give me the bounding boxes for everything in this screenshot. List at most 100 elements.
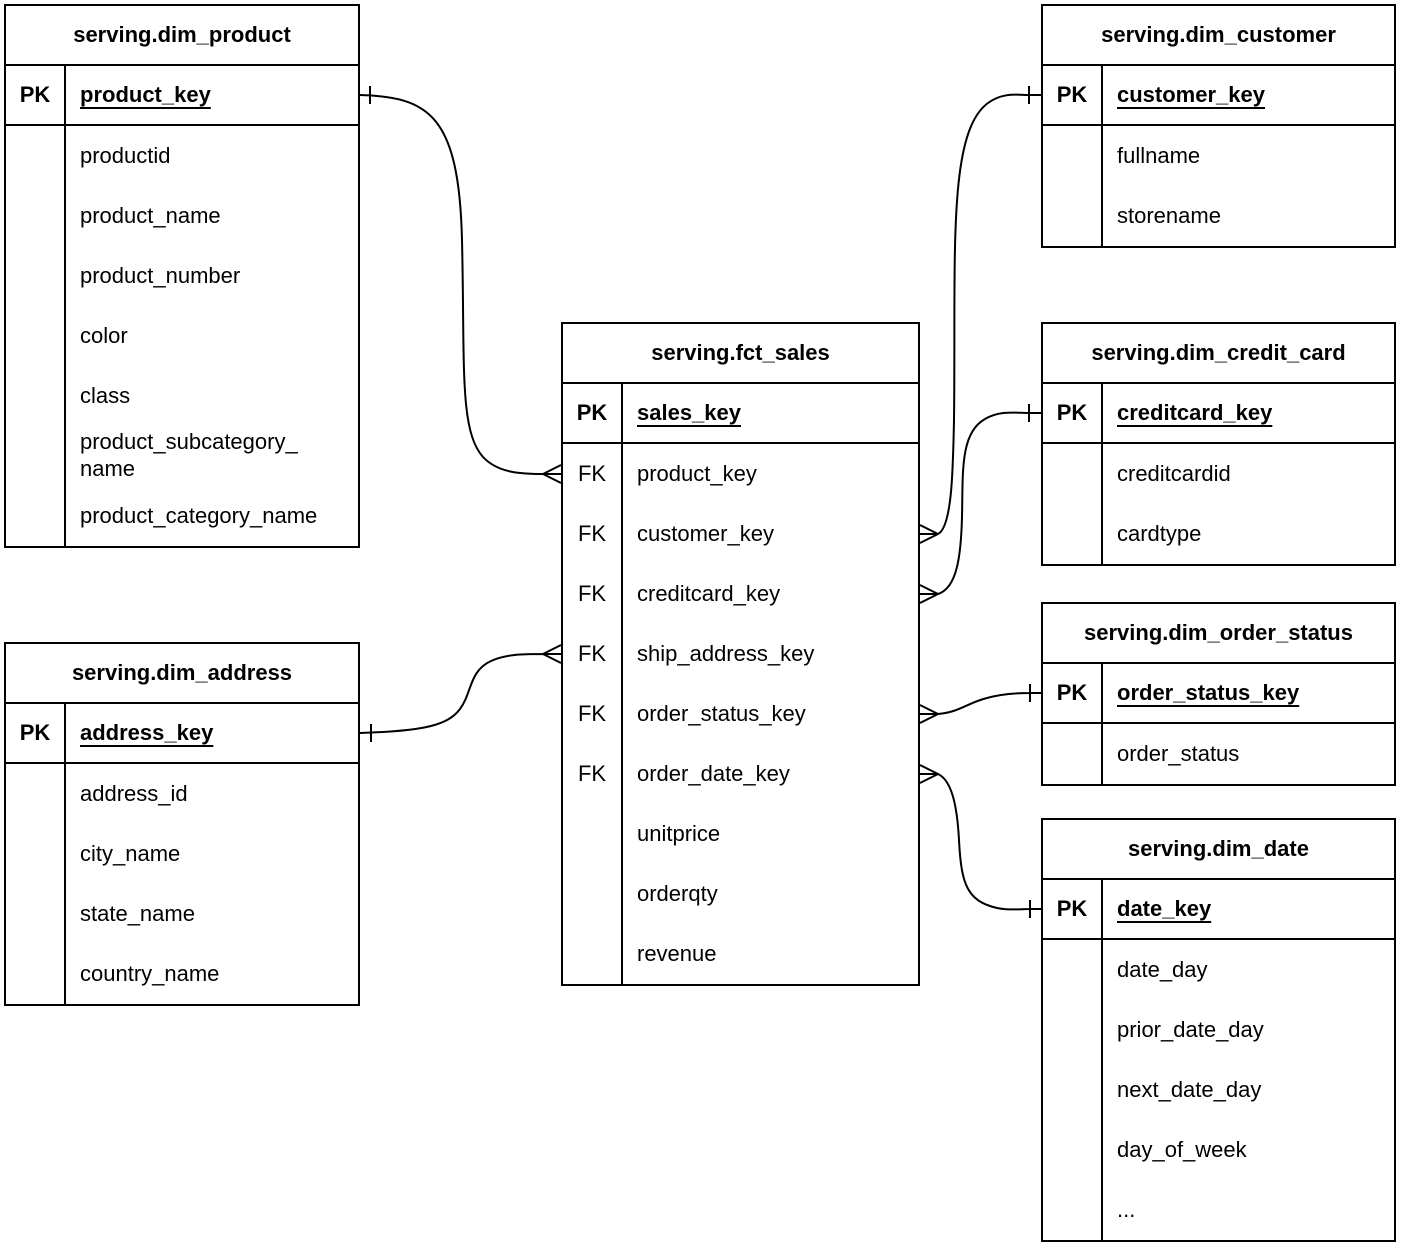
key-badge: PK bbox=[6, 66, 66, 124]
field-name: city_​name bbox=[80, 840, 181, 866]
field-name: orderqty bbox=[637, 880, 718, 906]
key-badge bbox=[6, 824, 66, 884]
table-row: PK customer_​key bbox=[1043, 66, 1394, 126]
table-row: PK product_​key bbox=[6, 66, 358, 126]
field-name: order_​status_​key bbox=[637, 700, 806, 726]
connector-address-to-fct-sales bbox=[359, 644, 562, 742]
entity-table-dim-customer: serving.dim_customer PK customer_​key fu… bbox=[1041, 4, 1396, 248]
entity-table-dim-order-status: serving.dim_order_status PK order_​statu… bbox=[1041, 602, 1396, 786]
key-badge: PK bbox=[1043, 664, 1103, 722]
key-badge: FK bbox=[563, 684, 623, 744]
key-badge bbox=[1043, 724, 1103, 784]
entity-table-dim-address: serving.dim_address PK address_​key addr… bbox=[4, 642, 360, 1006]
connector-fct-sales-to-customer bbox=[919, 86, 1041, 544]
table-row: PK sales_​key bbox=[563, 384, 918, 444]
table-title: serving.dim_credit_card bbox=[1043, 324, 1394, 384]
field-name: date_​day bbox=[1117, 956, 1208, 982]
table-row: fullname bbox=[1043, 126, 1394, 186]
key-badge bbox=[6, 944, 66, 1004]
field-name: customer_​key bbox=[637, 520, 774, 546]
key-badge bbox=[563, 864, 623, 924]
field-name: country_​name bbox=[80, 960, 220, 986]
key-badge: PK bbox=[1043, 384, 1103, 442]
key-badge bbox=[6, 126, 66, 186]
key-badge bbox=[1043, 1180, 1103, 1240]
field-name: color bbox=[80, 322, 128, 348]
key-badge bbox=[6, 306, 66, 366]
field-name: creditcard_​key bbox=[1117, 399, 1273, 425]
table-row: PK date_​key bbox=[1043, 880, 1394, 940]
field-name: day_​of_​week bbox=[1117, 1136, 1247, 1162]
field-name: prior_​date_​day bbox=[1117, 1016, 1264, 1042]
field-name: class bbox=[80, 382, 131, 408]
key-badge bbox=[6, 764, 66, 824]
entity-table-fct-sales: serving.fct_sales PK sales_​key FK produ… bbox=[561, 322, 920, 986]
key-badge: FK bbox=[563, 564, 623, 624]
table-row: product_​number bbox=[6, 246, 358, 306]
table-row: FK order_​status_​key bbox=[563, 684, 918, 744]
table-row: creditcardid bbox=[1043, 444, 1394, 504]
key-badge: PK bbox=[1043, 66, 1103, 124]
key-badge bbox=[6, 486, 66, 546]
table-row: color bbox=[6, 306, 358, 366]
table-title: serving.fct_sales bbox=[563, 324, 918, 384]
key-badge: PK bbox=[563, 384, 623, 442]
table-title: serving.dim_order_status bbox=[1043, 604, 1394, 664]
field-name: product_​name bbox=[80, 202, 221, 228]
entity-table-dim-date: serving.dim_date PK date_​key date_​day … bbox=[1041, 818, 1396, 1242]
field-name: product_​key bbox=[80, 81, 211, 107]
field-name: product_​category_​name bbox=[80, 502, 318, 528]
field-name: product_​subcategory_​name bbox=[80, 429, 298, 481]
table-row: FK creditcard_​key bbox=[563, 564, 918, 624]
entity-table-dim-credit-card: serving.dim_credit_card PK creditcard_​k… bbox=[1041, 322, 1396, 566]
key-badge bbox=[1043, 186, 1103, 246]
key-badge bbox=[1043, 1120, 1103, 1180]
field-name: state_​name bbox=[80, 900, 195, 926]
field-name: address_​id bbox=[80, 780, 188, 806]
table-title: serving.dim_product bbox=[6, 6, 358, 66]
key-badge bbox=[1043, 444, 1103, 504]
table-row: FK order_​date_​key bbox=[563, 744, 918, 804]
field-name: order_​status bbox=[1117, 740, 1240, 766]
field-name: date_​key bbox=[1117, 895, 1212, 921]
table-row: product_​subcategory_​name bbox=[6, 426, 358, 486]
table-row: prior_​date_​day bbox=[1043, 1000, 1394, 1060]
field-name: unitprice bbox=[637, 820, 721, 846]
table-row: FK ship_​address_​key bbox=[563, 624, 918, 684]
table-row: PK order_​status_​key bbox=[1043, 664, 1394, 724]
table-row: revenue bbox=[563, 924, 918, 984]
key-badge: FK bbox=[563, 624, 623, 684]
key-badge bbox=[6, 246, 66, 306]
table-row: ... bbox=[1043, 1180, 1394, 1240]
table-row: product_​name bbox=[6, 186, 358, 246]
key-badge: FK bbox=[563, 504, 623, 564]
table-row: FK product_​key bbox=[563, 444, 918, 504]
field-name: creditcard_​key bbox=[637, 580, 781, 606]
table-row: date_​day bbox=[1043, 940, 1394, 1000]
table-row: productid bbox=[6, 126, 358, 186]
connector-fct-sales-to-order-status bbox=[919, 684, 1041, 724]
key-badge: PK bbox=[1043, 880, 1103, 938]
key-badge bbox=[1043, 1000, 1103, 1060]
table-row: storename bbox=[1043, 186, 1394, 246]
key-badge: FK bbox=[563, 744, 623, 804]
table-row: orderqty bbox=[563, 864, 918, 924]
field-name: cardtype bbox=[1117, 520, 1202, 546]
field-name: storename bbox=[1117, 202, 1221, 228]
table-row: address_​id bbox=[6, 764, 358, 824]
key-badge bbox=[1043, 504, 1103, 564]
key-badge bbox=[1043, 1060, 1103, 1120]
key-badge: PK bbox=[6, 704, 66, 762]
field-name: ... bbox=[1117, 1196, 1136, 1222]
key-badge bbox=[6, 884, 66, 944]
key-badge bbox=[1043, 940, 1103, 1000]
key-badge bbox=[563, 924, 623, 984]
table-title: serving.dim_address bbox=[6, 644, 358, 704]
field-name: productid bbox=[80, 142, 171, 168]
table-row: PK creditcard_​key bbox=[1043, 384, 1394, 444]
field-name: creditcardid bbox=[1117, 460, 1231, 486]
field-name: order_​date_​key bbox=[637, 760, 790, 786]
table-row: order_​status bbox=[1043, 724, 1394, 784]
key-badge bbox=[563, 804, 623, 864]
